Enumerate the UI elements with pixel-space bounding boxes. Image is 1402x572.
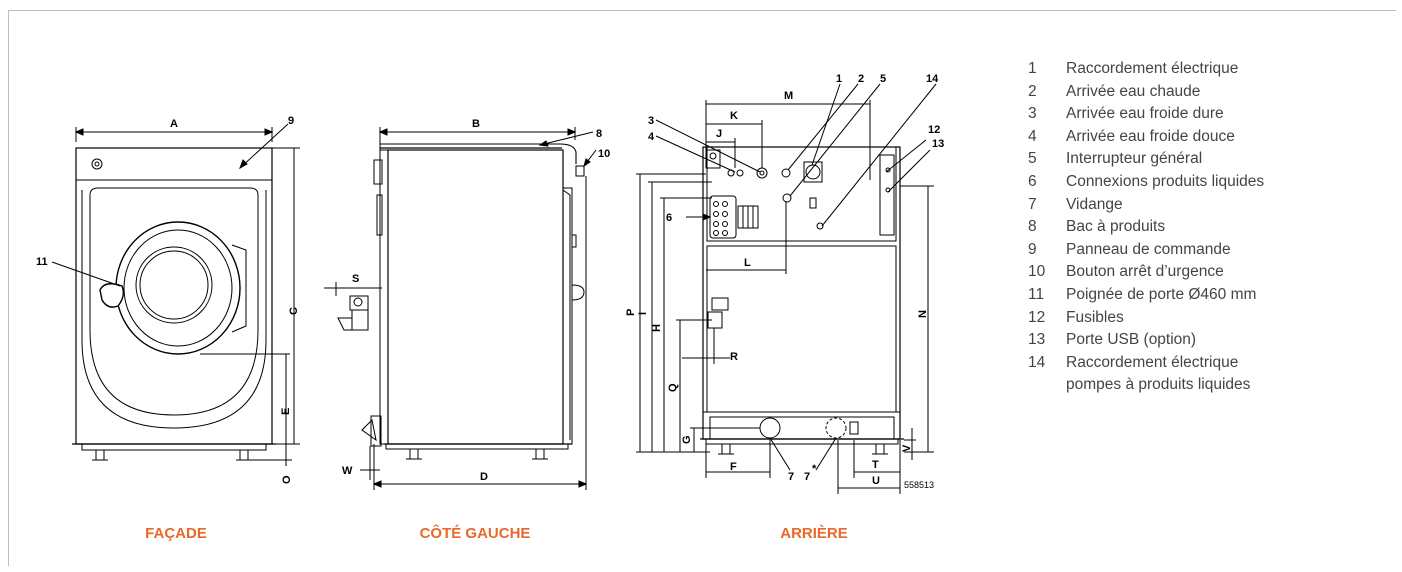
legend-text: Poignée de porte Ø460 mm bbox=[1066, 285, 1257, 303]
legend-item: 9 Panneau de commande bbox=[1028, 239, 1378, 262]
legend-text: Vidange bbox=[1066, 195, 1123, 213]
legend-item: 12 Fusibles bbox=[1028, 307, 1378, 330]
legend-item: 5 Interrupteur général bbox=[1028, 148, 1378, 171]
dim-label: J bbox=[716, 128, 722, 140]
legend-number: 3 bbox=[1028, 105, 1037, 123]
dim-label: W bbox=[342, 465, 353, 477]
legend-item: 11 Poignée de porte Ø460 mm bbox=[1028, 284, 1378, 307]
callout-label: 7 bbox=[788, 471, 794, 483]
view-title-front: FAÇADE bbox=[145, 525, 207, 542]
dim-label: C bbox=[288, 307, 300, 315]
legend-number: 11 bbox=[1028, 285, 1045, 303]
legend-number: 10 bbox=[1028, 263, 1046, 281]
callout-label: 1 bbox=[836, 73, 842, 85]
legend-text: Connexions produits liquides bbox=[1066, 172, 1265, 190]
legend-number: 8 bbox=[1028, 218, 1037, 236]
legend-text: Bac à produits bbox=[1066, 218, 1166, 236]
dim-label: D bbox=[480, 471, 488, 483]
legend-text: Arrivée eau chaude bbox=[1066, 82, 1201, 100]
legend-item: 1 Raccordement électrique bbox=[1028, 58, 1378, 81]
legend-text: Interrupteur général bbox=[1066, 150, 1203, 168]
dim-label: U bbox=[872, 475, 880, 487]
dim-label: I bbox=[637, 312, 649, 315]
dim-label: H bbox=[651, 324, 663, 332]
dim-label: K bbox=[730, 110, 738, 122]
legend-text: Raccordement électrique bbox=[1066, 60, 1239, 77]
legend-text: Arrivée eau froide douce bbox=[1066, 127, 1235, 145]
view-title-side: CÔTÉ GAUCHE bbox=[419, 525, 531, 542]
legend-text: Arrivée eau froide dure bbox=[1066, 105, 1224, 123]
rear-view: 6 1 2 5 14 3 4 12 13 7 7 * M bbox=[625, 73, 944, 494]
callout-label: 3 bbox=[648, 115, 654, 127]
legend-text: Fusibles bbox=[1066, 308, 1124, 326]
legend-item: 10 Bouton arrêt d’urgence bbox=[1028, 261, 1378, 284]
legend-item: 8 Bac à produits bbox=[1028, 216, 1378, 239]
page-frame bbox=[8, 10, 1396, 566]
dim-label: V bbox=[901, 444, 913, 452]
dim-label: A bbox=[170, 118, 178, 130]
front-view: A 11 9 C E bbox=[36, 115, 300, 484]
dim-label: S bbox=[352, 273, 359, 285]
legend-item: 14 Raccordement électrique pompes à produ… bbox=[1028, 352, 1378, 397]
legend-item: 6 Connexions produits liquides bbox=[1028, 171, 1378, 194]
callout-label: 6 bbox=[666, 212, 672, 224]
dim-label: B bbox=[472, 118, 480, 130]
dim-label: T bbox=[872, 459, 879, 471]
legend-number: 2 bbox=[1028, 82, 1037, 100]
dim-label: P bbox=[625, 309, 637, 316]
callout-label: * bbox=[812, 463, 817, 475]
callout-label: 2 bbox=[858, 73, 864, 85]
callout-label: 9 bbox=[288, 115, 294, 127]
dim-label: L bbox=[744, 257, 751, 269]
callout-label: 13 bbox=[932, 138, 944, 150]
callout-label: 7 bbox=[804, 471, 810, 483]
legend-text: Panneau de commande bbox=[1066, 240, 1231, 258]
callout-label: 5 bbox=[880, 73, 886, 85]
dim-label: G bbox=[681, 435, 693, 444]
legend-text: Raccordement électrique pompes à produit… bbox=[1066, 353, 1251, 394]
dim-label: O bbox=[281, 475, 293, 484]
legend-number: 13 bbox=[1028, 331, 1046, 349]
technical-drawing: A 11 9 C E bbox=[36, 73, 944, 494]
callout-label: 4 bbox=[648, 131, 655, 143]
legend-item: 2 Arrivée eau chaude bbox=[1028, 81, 1378, 104]
legend-text: Bouton arrêt d’urgence bbox=[1066, 263, 1224, 281]
side-view: B 10 8 S bbox=[324, 118, 610, 490]
legend-number: 1 bbox=[1028, 60, 1037, 77]
legend-number: 6 bbox=[1028, 172, 1037, 190]
legend-item: 13 Porte USB (option) bbox=[1028, 329, 1378, 352]
view-title-rear: ARRIÈRE bbox=[780, 525, 848, 542]
legend-item: 7 Vidange bbox=[1028, 194, 1378, 217]
drawing-number: 558513 bbox=[904, 480, 934, 490]
dim-label: Q bbox=[667, 383, 679, 392]
callout-label: 10 bbox=[598, 148, 610, 160]
legend-number: 9 bbox=[1028, 240, 1037, 258]
legend-number: 12 bbox=[1028, 308, 1046, 326]
legend-item: 4 Arrivée eau froide douce bbox=[1028, 126, 1378, 149]
legend-number: 7 bbox=[1028, 195, 1037, 213]
legend-number: 4 bbox=[1028, 127, 1037, 145]
dim-label: M bbox=[784, 90, 793, 102]
dim-label: N bbox=[917, 310, 929, 318]
dim-label: R bbox=[730, 351, 738, 363]
callout-label: 11 bbox=[36, 256, 48, 268]
dim-label: F bbox=[730, 461, 737, 473]
callout-label: 14 bbox=[926, 73, 939, 85]
callout-label: 12 bbox=[928, 124, 940, 136]
legend-text: Porte USB (option) bbox=[1066, 331, 1197, 349]
legend-number: 5 bbox=[1028, 150, 1037, 168]
legend-item: 3 Arrivée eau froide dure bbox=[1028, 103, 1378, 126]
dim-label: E bbox=[280, 408, 292, 415]
legend-number: 14 bbox=[1028, 353, 1046, 371]
legend: 1 Raccordement électrique 2 Arrivée eau cha… bbox=[1028, 58, 1378, 397]
callout-label: 8 bbox=[596, 128, 602, 140]
